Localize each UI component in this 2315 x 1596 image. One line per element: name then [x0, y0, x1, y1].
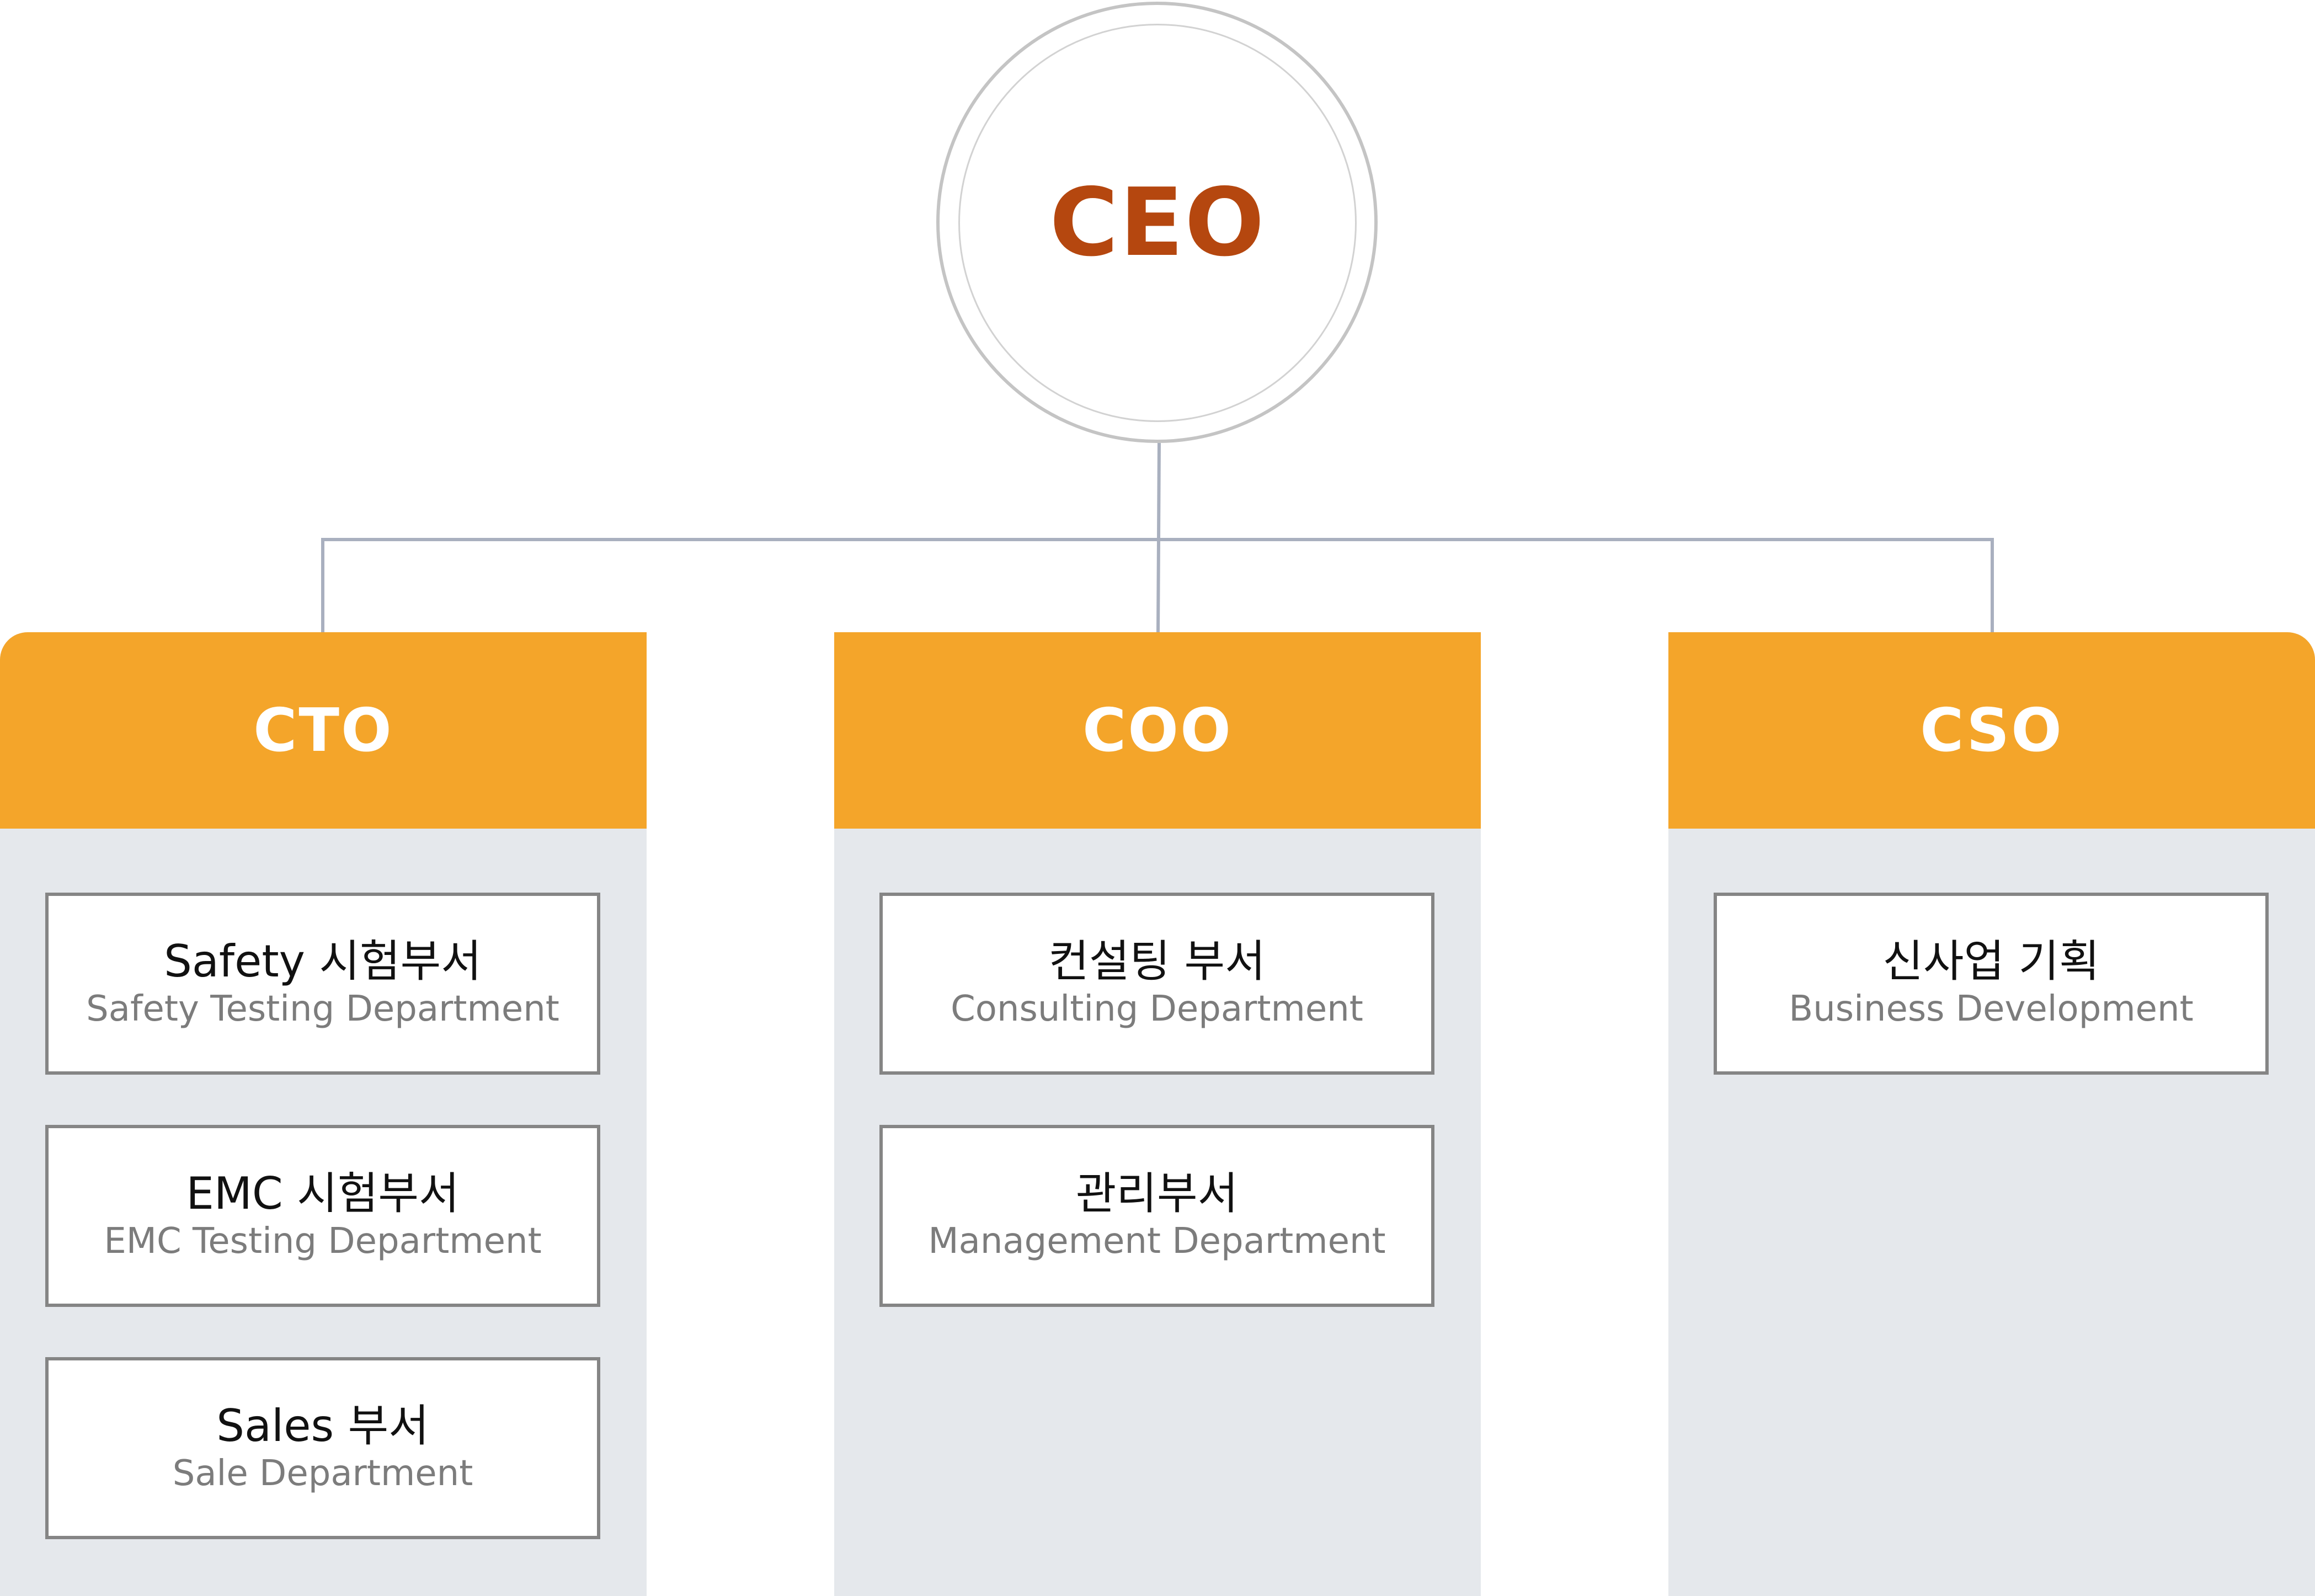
column-title-cso: CSO — [1920, 696, 2063, 765]
dept-box-business-development: 신사업 기획 Business Development — [1714, 893, 2269, 1075]
dept-english-name: Consulting Department — [951, 989, 1363, 1030]
column-cto: CTO Safety 시험부서 Safety Testing Departmen… — [0, 632, 647, 1596]
dept-name: Sales 부서 — [216, 1400, 429, 1451]
dept-name: 컨설팅 부서 — [1048, 935, 1266, 987]
dept-name: 관리부서 — [1075, 1167, 1239, 1219]
dept-box-sales: Sales 부서 Sale Department — [45, 1357, 600, 1539]
ceo-label: CEO — [1049, 168, 1266, 277]
dept-box-emc-testing: EMC 시험부서 EMC Testing Department — [45, 1125, 600, 1307]
dept-english-name: Safety Testing Department — [86, 989, 559, 1030]
column-title-coo: COO — [1082, 696, 1233, 765]
dept-box-consulting: 컨설팅 부서 Consulting Department — [879, 893, 1434, 1075]
ceo-circle: CEO — [958, 24, 1357, 422]
column-coo: COO 컨설팅 부서 Consulting Department 관리부서 Ma… — [834, 632, 1481, 1596]
column-header-cso: CSO — [1668, 632, 2315, 829]
dept-english-name: Business Development — [1789, 989, 2194, 1030]
dept-english-name: Sale Department — [172, 1453, 473, 1494]
column-title-cto: CTO — [253, 696, 393, 765]
column-header-cto: CTO — [0, 632, 647, 829]
dept-name: EMC 시험부서 — [186, 1167, 460, 1219]
column-header-coo: COO — [834, 632, 1481, 829]
dept-box-safety-testing: Safety 시험부서 Safety Testing Department — [45, 893, 600, 1075]
dept-english-name: Management Department — [928, 1221, 1386, 1262]
dept-box-management: 관리부서 Management Department — [879, 1125, 1434, 1307]
dept-name: 신사업 기획 — [1882, 935, 2100, 987]
dept-name: Safety 시험부서 — [164, 935, 482, 987]
column-cso: CSO 신사업 기획 Business Development — [1668, 632, 2315, 1596]
dept-english-name: EMC Testing Department — [104, 1221, 542, 1262]
